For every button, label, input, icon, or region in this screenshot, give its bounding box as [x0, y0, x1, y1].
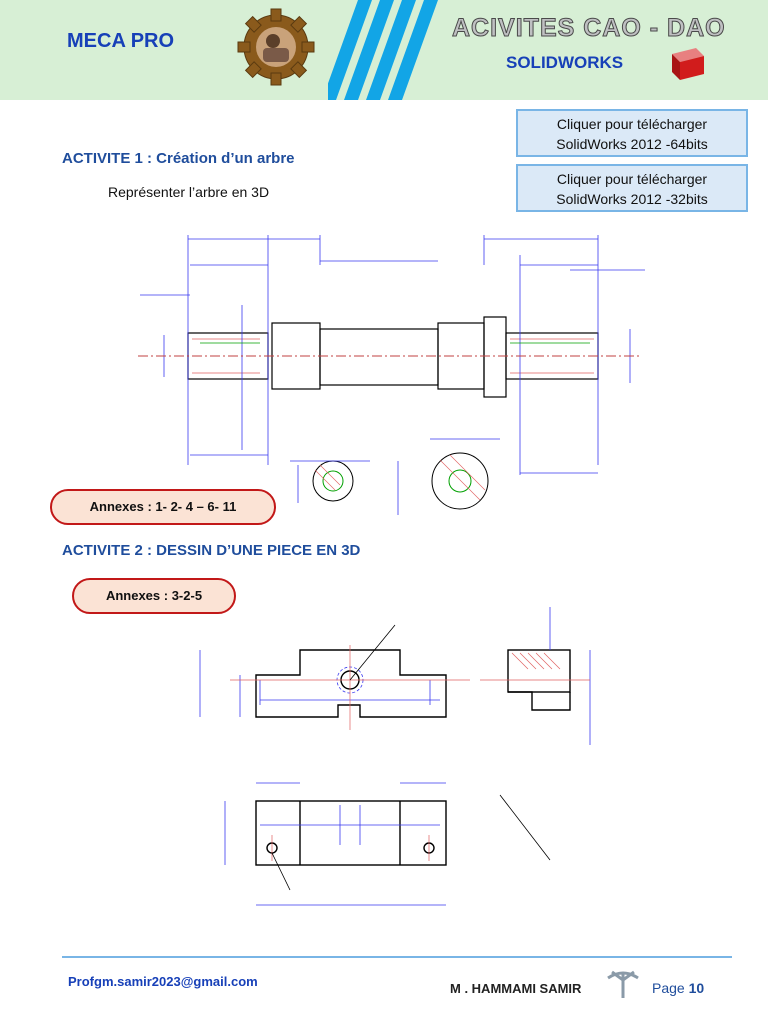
footer-emblem-icon	[607, 970, 639, 998]
activity2-annexes-badge: Annexes : 3-2-5	[72, 578, 236, 614]
decorative-stripes	[328, 0, 438, 100]
page-header: MECA PRO ACIVITES CAO - DAO SOLIDWORKS	[0, 0, 768, 100]
download-64bit-line1: Cliquer pour télécharger	[556, 116, 708, 132]
download-64bit-line2: SolidWorks 2012 -64bits	[556, 136, 708, 152]
download-64bit-button[interactable]: Cliquer pour télécharger SolidWorks 2012…	[516, 109, 748, 157]
solidworks-logo-icon	[672, 48, 704, 80]
footer-divider	[62, 956, 732, 958]
header-title: ACIVITES CAO - DAO	[452, 14, 726, 43]
download-32bit-button[interactable]: Cliquer pour télécharger SolidWorks 2012…	[516, 164, 748, 212]
part-technical-drawing	[199, 607, 591, 906]
activity1-instruction: Représenter l’arbre en 3D	[108, 184, 270, 200]
author-name: M . HAMMAMI SAMIR	[450, 981, 582, 996]
activity2-title: ACTIVITE 2 : DESSIN D’UNE PIECE EN 3D	[62, 542, 361, 559]
page-number: 10	[688, 980, 705, 996]
download-32bit-line2: SolidWorks 2012 -32bits	[556, 191, 708, 207]
shaft-technical-drawing	[138, 235, 645, 515]
brand-name: MECA PRO	[67, 30, 175, 52]
header-subtitle: SOLIDWORKS	[506, 53, 624, 72]
download-32bit-line1: Cliquer pour télécharger	[556, 171, 708, 187]
page-indicator: Page 10	[652, 980, 704, 996]
activity1-annexes-badge: Annexes : 1- 2- 4 – 6- 11	[50, 489, 276, 525]
page-label: Page	[652, 980, 685, 996]
activity1-title: ACTIVITE 1 : Création d’un arbre	[62, 150, 295, 167]
contact-email-link[interactable]: Profgm.samir2023@gmail.com	[68, 974, 258, 989]
gear-logo-icon	[237, 8, 315, 86]
